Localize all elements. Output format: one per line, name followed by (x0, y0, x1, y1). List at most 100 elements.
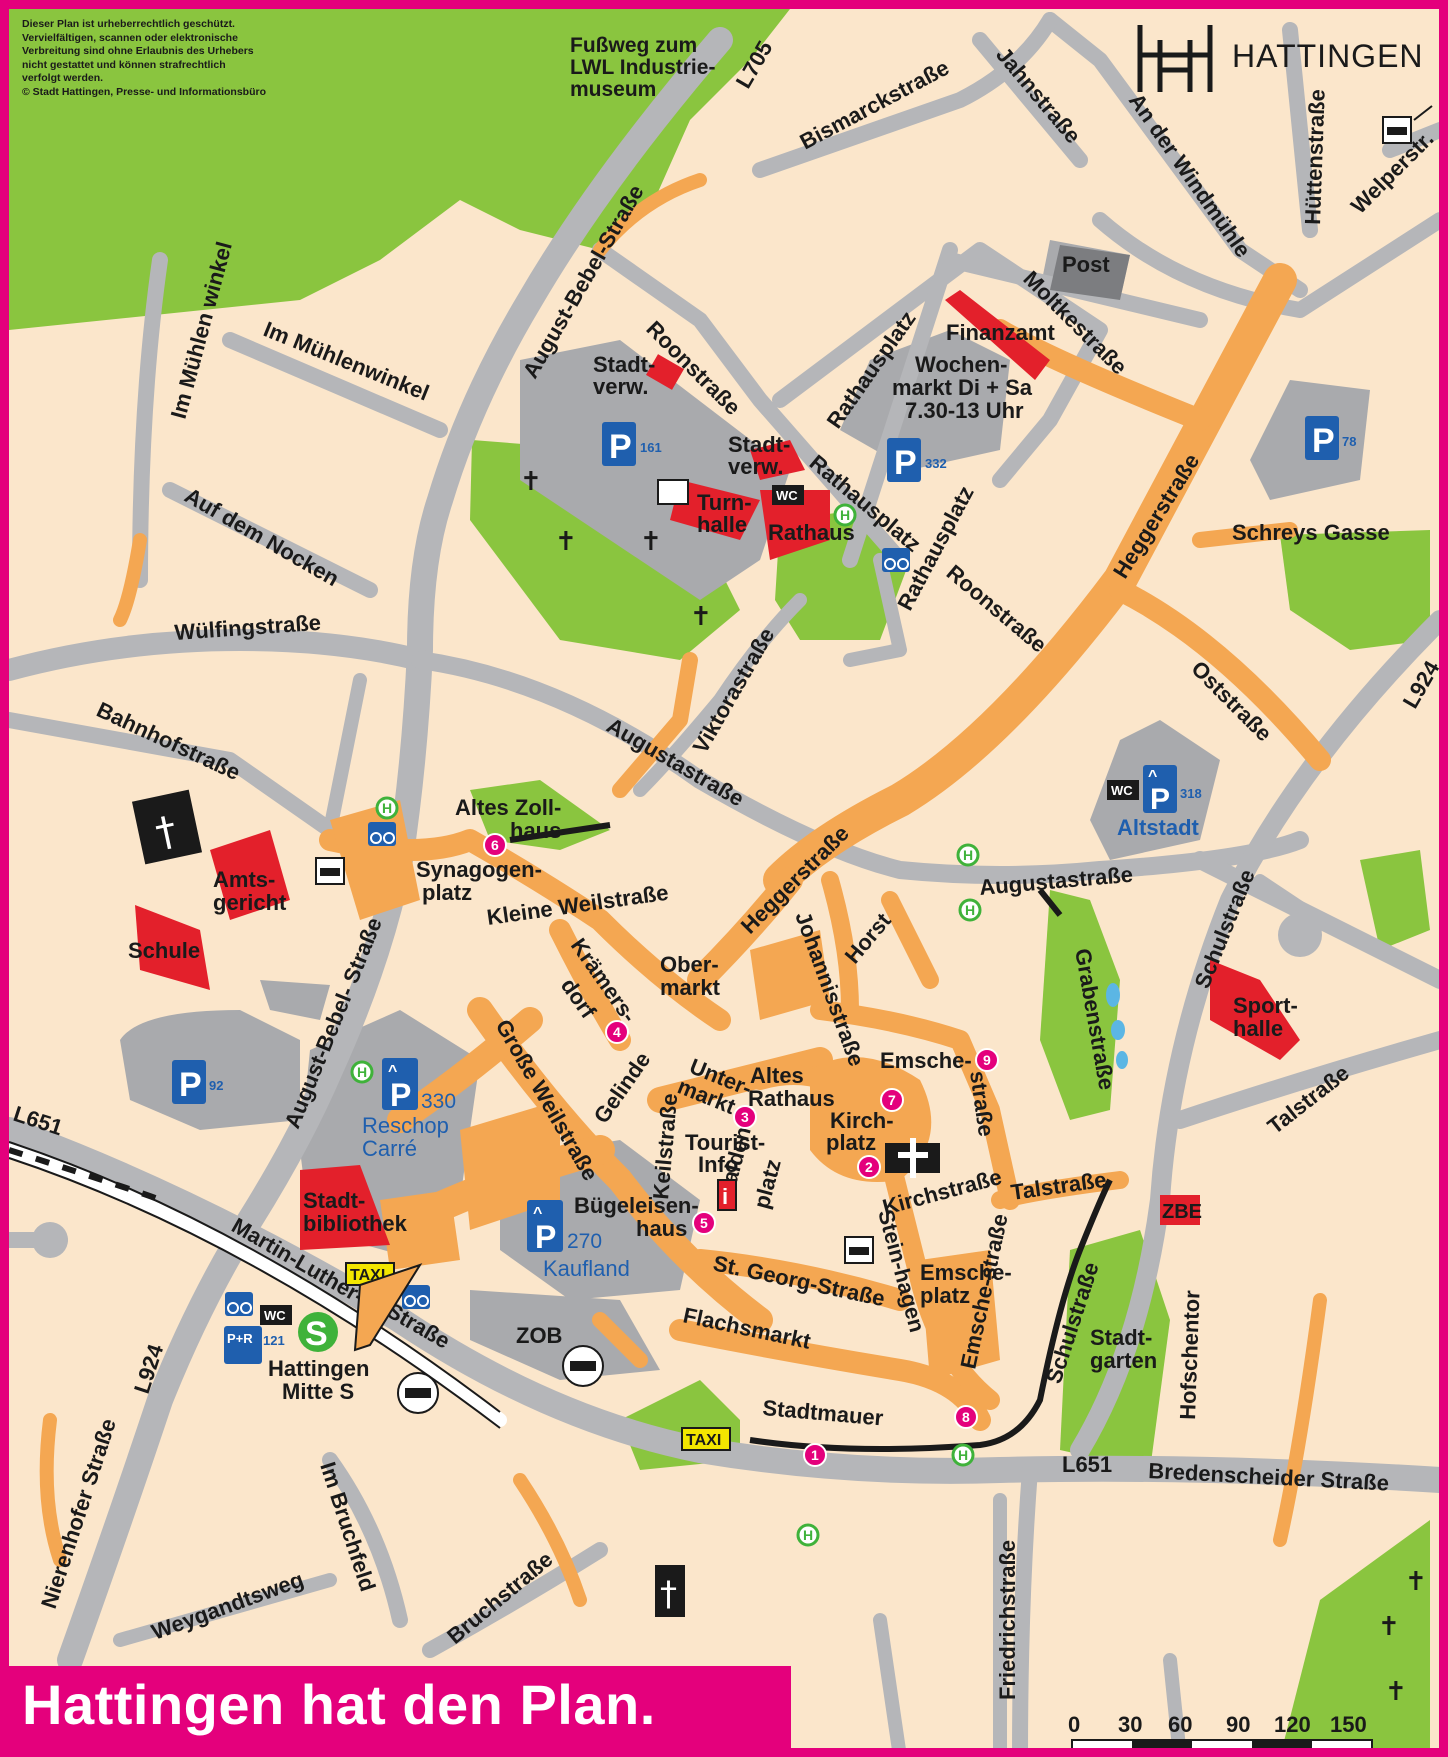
label-stadtgarten-b: garten (1090, 1348, 1157, 1373)
label-emschestrasse-a: Emsche- (880, 1048, 972, 1073)
label-altstadt: Altstadt (1117, 815, 1200, 840)
svg-text:2: 2 (865, 1159, 873, 1175)
svg-text:✝: ✝ (690, 602, 712, 632)
s-bahn-icon: S (298, 1312, 338, 1353)
label-emscheplatz-a: Emsche- (920, 1260, 1012, 1285)
label-finanzamt: Finanzamt (946, 320, 1055, 345)
label-l651-s: L651 (1062, 1452, 1112, 1477)
hotel-icons (315, 105, 1433, 1264)
graben-wall (1037, 888, 1063, 917)
label-emscheplatz-b: platz (920, 1283, 970, 1308)
svg-text:TAXI: TAXI (686, 1432, 721, 1449)
label-synagogenplatz-a: Synagogen- (416, 857, 542, 882)
poi-marker-5: 5 (692, 1211, 716, 1235)
poi-marker-6: 6 (483, 833, 507, 857)
label-amtsgericht-a: Amts- (213, 867, 275, 892)
parking-icon: P 92 (172, 1060, 223, 1104)
svg-text:9: 9 (983, 1052, 991, 1068)
svg-text:✝: ✝ (555, 527, 577, 557)
bicycle-icon (402, 1285, 430, 1309)
bus-icon (562, 1345, 604, 1387)
label-stadtverw-2b: verw. (728, 454, 783, 479)
label-amtsgericht-b: gericht (213, 890, 287, 915)
info-icon: i (717, 1179, 737, 1211)
label-synagogenplatz-b: platz (422, 880, 472, 905)
scale-tick: 90 (1226, 1712, 1250, 1737)
poi-marker-3: 3 (733, 1105, 757, 1129)
svg-text:✝: ✝ (1385, 1677, 1407, 1707)
label-altes-zollhaus-b: haus (510, 818, 561, 843)
label-wochenmarkt-1: Wochen- (915, 352, 1007, 377)
museum-icon (657, 479, 689, 505)
svg-text:H: H (958, 1447, 968, 1463)
svg-text:†: † (660, 1574, 677, 1614)
label-stadtverw-2a: Stadt- (728, 432, 790, 457)
logo-mark (1137, 25, 1213, 92)
poi-markers: 1 2 3 4 5 6 7 8 9 (483, 833, 999, 1467)
svg-text:4: 4 (613, 1024, 621, 1040)
bicycle-icon (368, 822, 396, 846)
hotel-bed-icon (315, 857, 345, 885)
bus-stop-icon: H (958, 898, 982, 922)
svg-text:✝: ✝ (1405, 1567, 1427, 1597)
svg-text:WC: WC (1111, 783, 1133, 798)
label-stadtverw-1a: Stadt- (593, 352, 655, 377)
label-huettenstrasse: Hüttenstraße (1300, 89, 1330, 225)
scale-bar: 0 30 60 90 120 150 (1068, 1712, 1373, 1751)
slogan-banner (9, 1666, 791, 1757)
cemetery-cross-icon: ✝ ✝ ✝ ✝ ✝ ✝ ✝ (520, 467, 1427, 1707)
city-wall (749, 1178, 1113, 1452)
label-sporthalle-a: Sport- (1233, 993, 1298, 1018)
label-altes-rathaus-b: Rathaus (748, 1086, 835, 1111)
label-station-a: Hattingen (268, 1356, 369, 1381)
label-hofschentor: Hofschentor (1175, 1289, 1205, 1420)
park-and-ride-symbol: P+R (227, 1331, 253, 1346)
bus-stop-icon: H (956, 843, 980, 867)
parking-capacity: 78 (1342, 434, 1356, 449)
city-logo-text: HATTINGEN (1232, 38, 1424, 74)
label-altes-rathaus-a: Altes (750, 1063, 804, 1088)
label-schule: Schule (128, 938, 200, 963)
bicycle-icon (225, 1292, 253, 1316)
hotel-bed-icon (1382, 105, 1433, 144)
label-turnhalle-a: Turn- (697, 490, 752, 515)
svg-text:P: P (535, 1219, 556, 1255)
bicycle-icon (882, 548, 910, 572)
svg-text:6: 6 (491, 837, 499, 853)
label-kaufland: Kaufland (543, 1256, 630, 1281)
park-and-ride-icon: P+R 121 (224, 1326, 285, 1364)
svg-text:H: H (840, 507, 850, 523)
svg-text:S: S (305, 1315, 328, 1353)
poi-marker-2: 2 (857, 1155, 881, 1179)
poi-marker-7: 7 (880, 1088, 904, 1112)
taxi-stand (353, 1263, 423, 1352)
parking-capacity: 332 (925, 456, 947, 471)
bus-stop-icon: H (951, 1443, 975, 1467)
label-obermarkt-b: markt (660, 975, 721, 1000)
slogan-text: Hattingen hat den Plan. (22, 1673, 656, 1736)
svg-text:P: P (1312, 422, 1335, 460)
svg-text:✝: ✝ (640, 527, 662, 557)
label-stadtbibliothek-b: bibliothek (303, 1211, 408, 1236)
svg-text:i: i (722, 1184, 728, 1209)
parking-capacity: 318 (1180, 786, 1202, 801)
parking-capacity: 161 (640, 440, 662, 455)
svg-text:✝: ✝ (1378, 1612, 1400, 1642)
parking-icon: P 332 (887, 438, 947, 482)
cemetery-cross-icon: † † (131, 789, 685, 1617)
wc-icon: WC (1107, 780, 1139, 800)
parking-icon: ^ P 318 (1143, 765, 1202, 816)
svg-text:7: 7 (888, 1092, 896, 1108)
parking-icon: ^ P 330 (382, 1058, 456, 1113)
label-fussweg-1: Fußweg zum (570, 34, 697, 57)
taxi-signs: TAXI TAXI (345, 1262, 731, 1451)
bicycle-icons (225, 548, 910, 1316)
taxi-sign-icon: TAXI (681, 1427, 731, 1451)
scale-tick: 150 (1330, 1712, 1367, 1737)
red-buildings (135, 290, 1300, 1250)
green-areas (9, 9, 1430, 1757)
svg-text:WC: WC (776, 488, 798, 503)
svg-text:H: H (963, 847, 973, 863)
svg-text:8: 8 (962, 1409, 970, 1425)
svg-text:H: H (382, 800, 392, 816)
